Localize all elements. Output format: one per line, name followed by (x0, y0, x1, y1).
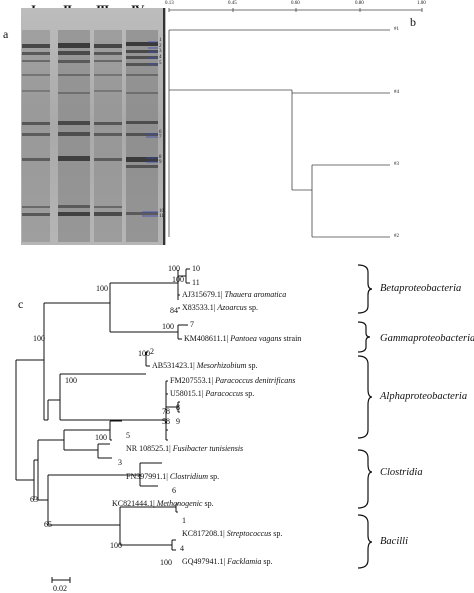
gel-band-markers (142, 41, 158, 217)
gel-band-number: 1 (159, 38, 162, 43)
bootstrap-value: 58 (162, 417, 170, 426)
panel-label-c: c (18, 297, 24, 311)
dendrogram-tick-label: 0.13 (165, 1, 174, 6)
bootstrap-value: 100 (33, 334, 45, 343)
panel-label-a: a (3, 27, 9, 41)
bootstrap-value: 100 (138, 349, 150, 358)
bootstrap-value: 78 (162, 407, 170, 416)
taxon-label: GQ497941.1| Facklamia sp. (182, 557, 273, 566)
dendrogram-tick-label: 0.45 (228, 1, 237, 6)
dendrogram-tick-label: 1.00 (417, 1, 426, 6)
taxon-label: X83533.1| Azoarcus sp. (182, 303, 258, 312)
dendrogram-leaf-label: #1 (394, 27, 399, 32)
bootstrap-value: 65 (44, 520, 52, 529)
gel-band-number: 10 (159, 209, 164, 214)
gel-band-number: 5 (159, 61, 162, 66)
taxon-label: 7 (190, 320, 194, 329)
bootstrap-value: 100 (65, 376, 77, 385)
taxon-label: 2 (150, 347, 154, 356)
panel-label-b: b (410, 15, 416, 29)
taxon-label: 6 (172, 486, 176, 495)
taxon-label: 10 (192, 264, 200, 273)
dendrogram-leaf-label: #2 (394, 234, 399, 239)
gel-band-number: 6 (159, 130, 162, 135)
taxon-label: AJ315679.1| Thauera aromatica (182, 290, 287, 299)
bootstrap-value: 100 (172, 275, 184, 284)
taxon-label: FN397991.1| Clostridium sp. (126, 472, 220, 481)
taxon-label: U58015.1| Paracoccus sp. (170, 389, 255, 398)
taxon-label: 11 (192, 278, 200, 287)
taxon-label: 9 (176, 417, 180, 426)
bootstrap-value: 63 (30, 495, 38, 504)
group-label-clostridia: Clostridia (380, 467, 423, 478)
scale-bar-label: 0.02 (53, 584, 67, 593)
gel-band-number: 8 (159, 155, 162, 160)
taxon-label: KC821444.1| Methanogenic sp. (112, 499, 214, 508)
gel-band-number: 9 (159, 160, 162, 165)
taxon-label: KM408611.1| Pantoea vagans strain (184, 334, 302, 343)
taxon-label: 5 (126, 431, 130, 440)
bootstrap-value: 100 (95, 433, 107, 442)
bootstrap-value: 100 (162, 322, 174, 331)
taxon-label: KC817208.1| Streptococcus sp. (182, 529, 283, 538)
gel-band-number: 4 (159, 55, 162, 60)
gel-bands (22, 42, 158, 216)
taxon-label: 8 (176, 403, 180, 412)
taxon-label: 4 (180, 544, 184, 553)
gel-band-number: 7 (159, 135, 162, 140)
group-label-betaproteobacteria: Betaproteobacteria (380, 283, 462, 294)
bootstrap-value: 100 (160, 558, 172, 567)
bootstrap-value: 100 (110, 541, 122, 550)
group-label-gammaproteobacteria: Gammaproteobacteria (380, 333, 474, 344)
dendrogram-tick-label: 0.80 (355, 1, 364, 6)
group-label-bacilli: Bacilli (380, 536, 408, 547)
gel-band-number: 2 (159, 44, 162, 49)
taxon-label: NR 108525.1| Fusibacter tunisiensis (126, 444, 244, 453)
dendrogram-tick-label: 0.60 (291, 1, 300, 6)
taxon-label: AB531423.1| Mesorhizobium sp. (152, 361, 258, 370)
taxon-label: 1 (182, 516, 186, 525)
bootstrap-value: 100 (168, 264, 180, 273)
gel-band-number: 3 (159, 49, 162, 54)
taxon-label: FM207553.1| Paracoccus denitrificans (170, 376, 296, 385)
taxon-label: 3 (118, 458, 122, 467)
bootstrap-value: 100 (96, 284, 108, 293)
dendrogram-leaf-label: #4 (394, 90, 399, 95)
group-label-alphaproteobacteria: Alphaproteobacteria (380, 391, 468, 402)
gel-band-number: 11 (159, 214, 164, 219)
bootstrap-value: 84 (170, 306, 178, 315)
dendrogram-leaf-label: #3 (394, 162, 399, 167)
